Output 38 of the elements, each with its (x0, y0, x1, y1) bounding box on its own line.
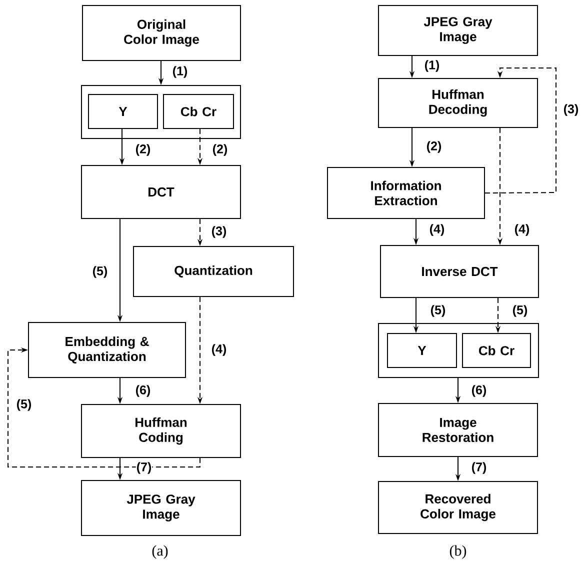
component-box: Y (88, 94, 158, 129)
component-box: Cb Cr (163, 94, 234, 129)
edge-label: (7) (136, 462, 152, 474)
edge-label: (5) (92, 266, 108, 278)
edge-label: (3) (562, 104, 580, 116)
edge-label: (4) (428, 224, 446, 236)
process-box: Huffman Decoding (378, 78, 538, 128)
edge-label: (2) (426, 140, 442, 154)
process-box: Recovered Color Image (378, 481, 538, 534)
edge-label: (2) (134, 144, 152, 156)
edge-label: (6) (134, 384, 152, 398)
component-box: Cb Cr (462, 333, 531, 368)
edge-label: (4) (514, 224, 530, 236)
arrow (484, 68, 556, 194)
edge-label: (7) (470, 462, 488, 474)
process-box: Original Color Image (82, 5, 241, 61)
process-box: Quantization (133, 246, 294, 297)
group-box (81, 85, 241, 139)
process-box: DCT (81, 165, 241, 219)
edge-label: (5) (512, 304, 528, 318)
group-box (378, 323, 539, 378)
edge-label: (5) (430, 304, 446, 318)
process-box: Inverse DCT (380, 245, 539, 298)
edge-label: (1) (424, 60, 440, 72)
edge-label: (4) (210, 344, 228, 356)
process-box: Huffman Coding (81, 404, 241, 458)
edge-label: (5) (16, 398, 32, 412)
arrow (8, 347, 200, 468)
edge-label: (3) (210, 226, 228, 238)
edge-label: (6) (470, 384, 488, 398)
process-box: Embedding & Quantization (28, 322, 186, 378)
edge-label: (2) (212, 144, 228, 156)
process-box: Image Restoration (378, 403, 538, 457)
process-box: Information Extraction (327, 167, 485, 219)
edge-label: (1) (172, 66, 188, 78)
process-box: JPEG Gray Image (378, 5, 538, 56)
component-box: Y (387, 333, 457, 368)
process-box: JPEG Gray Image (81, 480, 241, 536)
